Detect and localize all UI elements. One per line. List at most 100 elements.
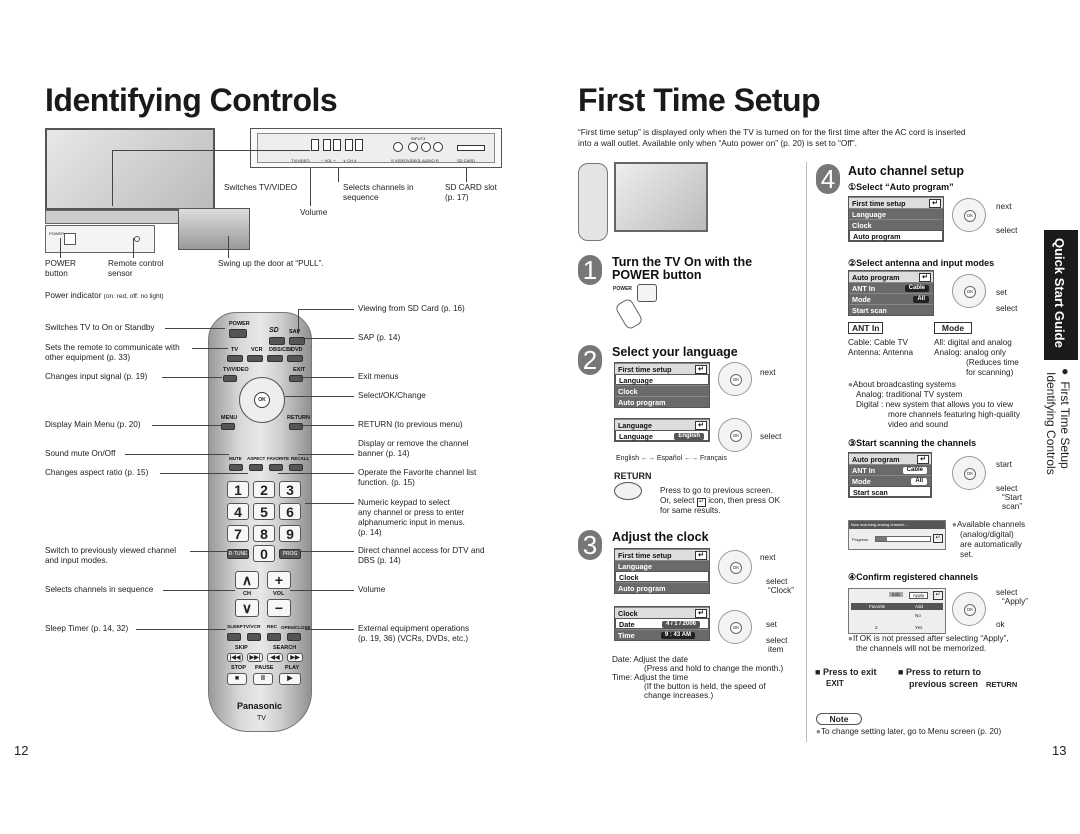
step3-time-value[interactable]: 9 : 43 AM — [660, 632, 695, 639]
remote-dvd-mode-button[interactable] — [287, 355, 303, 362]
remote-play-button[interactable]: ▶ — [279, 673, 301, 685]
side-identifying-controls[interactable]: Identifying Controls — [1044, 372, 1058, 475]
sd-card-slot[interactable] — [457, 145, 485, 151]
step3-menu1-row-clock[interactable]: Clock — [615, 571, 709, 582]
exit-button-label[interactable]: EXIT — [826, 679, 844, 688]
remote-dpad[interactable]: OK — [239, 377, 285, 423]
return-button-label[interactable]: RETURN — [986, 680, 1018, 689]
step2-number: 2 — [578, 345, 602, 375]
remote-key-6[interactable]: 6 — [279, 503, 301, 520]
step4-menu3-mode-value[interactable]: All — [911, 478, 927, 485]
remote-vcr-mode-button[interactable] — [247, 355, 263, 362]
remote-power-button[interactable] — [229, 329, 247, 338]
remote-dbs-mode-button[interactable] — [267, 355, 283, 362]
remote-key-9[interactable]: 9 — [279, 525, 301, 542]
remote-rec-button[interactable] — [267, 633, 281, 641]
remote-ok-button[interactable]: OK — [254, 392, 270, 408]
remote-rtune-button[interactable]: R-TUNE — [227, 549, 249, 559]
step3-menu1-header-text: First time setup — [618, 551, 672, 560]
step2-return-button[interactable] — [614, 482, 642, 500]
remote-skip-prev-button[interactable]: |◀◀ — [227, 653, 243, 662]
remote-exit-button[interactable] — [289, 375, 303, 382]
step3-select-label: select — [766, 577, 788, 586]
remote-favorite-button[interactable] — [269, 464, 283, 471]
step4-dpad-4[interactable]: OK — [952, 592, 986, 626]
step3-menu1-row-language[interactable]: Language — [615, 560, 709, 571]
remote-sd-button[interactable] — [269, 337, 285, 345]
remote-pause-button[interactable]: II — [253, 673, 273, 685]
remote-skip-label: SKIP — [235, 645, 248, 651]
remote-tvvcr-button[interactable] — [247, 633, 261, 641]
right-page-title: First Time Setup — [578, 82, 821, 118]
step2-menu1-row-auto[interactable]: Auto program — [615, 396, 709, 407]
remote-key-3[interactable]: 3 — [279, 481, 301, 498]
remote-openclose-button[interactable] — [287, 633, 301, 641]
step4-ant-value[interactable]: Cable — [904, 285, 929, 292]
remote-model: TV — [257, 715, 266, 722]
remote-tv-mode-button[interactable] — [227, 355, 243, 362]
step4-dpad-2[interactable]: OK — [952, 274, 986, 308]
step4-menu1-row-language[interactable]: Language — [849, 208, 943, 219]
step3-dpad-2[interactable]: OK — [718, 610, 752, 644]
remote-tvvideo-button[interactable] — [223, 375, 237, 382]
step1-power-button[interactable] — [637, 284, 657, 302]
remote-search-ff-button[interactable]: ▶▶ — [287, 653, 303, 662]
step4-menu1-row-clock[interactable]: Clock — [849, 219, 943, 230]
remote-sap-button[interactable] — [289, 337, 305, 345]
remote-ch-up-button[interactable]: ∧ — [235, 571, 259, 589]
step4-dpad-1[interactable]: OK — [952, 198, 986, 232]
remote-key-4[interactable]: 4 — [227, 503, 249, 520]
remote-stop-button[interactable]: ■ — [227, 673, 247, 685]
remote-skip-next-button[interactable]: ▶▶| — [247, 653, 263, 662]
ch-up-button[interactable] — [355, 139, 363, 151]
remote-key-8[interactable]: 8 — [253, 525, 275, 542]
remote-vol-up-button[interactable]: + — [267, 571, 291, 589]
step2-menu1-row-clock[interactable]: Clock — [615, 385, 709, 396]
remote-aspect-button[interactable] — [249, 464, 263, 471]
confirm-edit-button[interactable]: Edit — [889, 592, 903, 597]
step4-menu3-ant-value[interactable]: Cable — [902, 467, 927, 474]
remote-mute-button[interactable] — [229, 464, 243, 471]
power-button-small[interactable] — [64, 233, 76, 245]
left-page-title: Identifying Controls — [45, 82, 338, 118]
remote-return-button[interactable] — [289, 423, 303, 430]
step4-menu1-row-auto[interactable]: Auto program — [849, 230, 943, 241]
step3-menu1-row-auto[interactable]: Auto program — [615, 582, 709, 593]
remote-prog-button[interactable]: PROG — [279, 549, 301, 559]
quick-start-tab[interactable]: Quick Start Guide — [1044, 230, 1078, 360]
remote-sleep-button[interactable] — [227, 633, 241, 641]
remote-key-5[interactable]: 5 — [253, 503, 275, 520]
remote-vol-down-button[interactable]: − — [267, 599, 291, 617]
step2-dpad-2[interactable]: OK — [718, 418, 752, 452]
step3-dpad-1[interactable]: OK — [718, 550, 752, 584]
step3-date-value[interactable]: 4 / 1 / 2006 — [661, 621, 700, 628]
remote-recall-button[interactable] — [289, 464, 303, 471]
side-first-time-setup[interactable]: ● First Time Setup — [1058, 364, 1072, 469]
remote-ch-down-button[interactable]: ∨ — [235, 599, 259, 617]
step4-mode-value[interactable]: All — [913, 296, 929, 303]
remote-key-1[interactable]: 1 — [227, 481, 249, 498]
step4-menu2-scan[interactable]: Start scan — [849, 304, 933, 315]
step4-menu3-scan[interactable]: Start scan — [849, 486, 931, 497]
step2-language-value[interactable]: English — [674, 433, 704, 440]
remote-search-rew-button[interactable]: ◀◀ — [267, 653, 283, 662]
confirm-apply-button[interactable]: Apply — [909, 592, 929, 599]
step2-dpad-1[interactable]: OK — [718, 362, 752, 396]
remote-key-7[interactable]: 7 — [227, 525, 249, 542]
step2-menu1-row-language[interactable]: Language — [615, 374, 709, 385]
step4-dpad-3[interactable]: OK — [952, 456, 986, 490]
vol-plus-button[interactable] — [333, 139, 341, 151]
vol-minus-button[interactable] — [323, 139, 331, 151]
tv-video-button[interactable] — [311, 139, 319, 151]
remote-key-2[interactable]: 2 — [253, 481, 275, 498]
ch-down-button[interactable] — [345, 139, 353, 151]
remote-menu-button[interactable] — [221, 423, 235, 430]
remote-key-0[interactable]: 0 — [253, 545, 275, 562]
